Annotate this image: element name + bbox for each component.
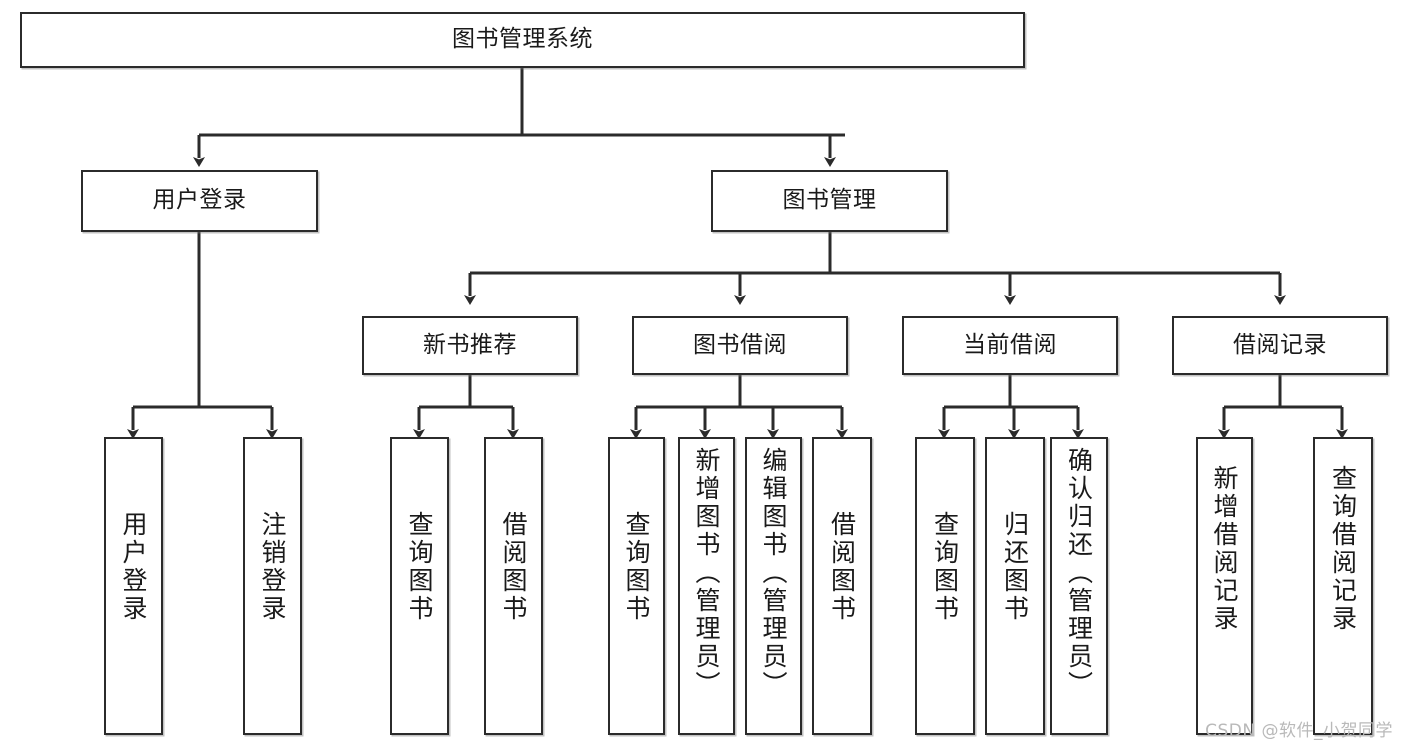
node-root[interactable]: 图书管理系统 xyxy=(20,12,1025,68)
node-leaf-user-login-label: 用户登录 xyxy=(119,511,148,623)
node-leaf-edit-book-admin-label: 编辑图书（管理员） xyxy=(759,447,788,699)
node-leaf-add-book-admin-label: 新增图书（管理员） xyxy=(692,447,721,699)
node-borrow-record[interactable]: 借阅记录 xyxy=(1172,316,1388,375)
node-new-book-recommendation-label: 新书推荐 xyxy=(423,331,517,358)
node-leaf-query-book-3-label: 查询图书 xyxy=(930,511,960,623)
node-leaf-query-book-1-label: 查询图书 xyxy=(405,511,434,623)
node-leaf-user-login[interactable]: 用户登录 xyxy=(104,437,163,735)
node-leaf-borrow-book-1-label: 借阅图书 xyxy=(499,511,528,623)
node-leaf-borrow-book-2[interactable]: 借阅图书 xyxy=(812,437,872,735)
node-leaf-query-record-label: 查询借阅记录 xyxy=(1328,465,1358,633)
node-leaf-borrow-book-2-label: 借阅图书 xyxy=(827,511,857,623)
node-leaf-return-book[interactable]: 归还图书 xyxy=(985,437,1045,735)
node-leaf-add-book-admin[interactable]: 新增图书（管理员） xyxy=(678,437,735,735)
node-leaf-user-logout-label: 注销登录 xyxy=(258,511,287,623)
node-leaf-return-book-label: 归还图书 xyxy=(1000,511,1030,623)
node-book-borrow[interactable]: 图书借阅 xyxy=(632,316,848,375)
node-current-borrow-label: 当前借阅 xyxy=(963,331,1057,358)
node-leaf-query-book-2-label: 查询图书 xyxy=(622,511,651,623)
node-leaf-query-book-3[interactable]: 查询图书 xyxy=(915,437,975,735)
node-user-login-label: 用户登录 xyxy=(152,187,247,214)
node-leaf-add-record-label: 新增借阅记录 xyxy=(1210,465,1239,633)
node-leaf-edit-book-admin[interactable]: 编辑图书（管理员） xyxy=(745,437,802,735)
node-book-manage[interactable]: 图书管理 xyxy=(711,170,948,232)
node-leaf-confirm-return-admin[interactable]: 确认归还（管理员） xyxy=(1050,437,1108,735)
node-leaf-query-book-2[interactable]: 查询图书 xyxy=(608,437,665,735)
node-leaf-add-record[interactable]: 新增借阅记录 xyxy=(1196,437,1253,735)
node-current-borrow[interactable]: 当前借阅 xyxy=(902,316,1118,375)
node-root-label: 图书管理系统 xyxy=(452,26,593,53)
node-new-book-recommendation[interactable]: 新书推荐 xyxy=(362,316,578,375)
node-leaf-confirm-return-admin-label: 确认归还（管理员） xyxy=(1064,447,1094,699)
node-book-manage-label: 图书管理 xyxy=(782,187,877,214)
node-book-borrow-label: 图书借阅 xyxy=(693,331,787,358)
node-leaf-query-record[interactable]: 查询借阅记录 xyxy=(1313,437,1373,735)
node-borrow-record-label: 借阅记录 xyxy=(1233,331,1327,358)
node-user-login[interactable]: 用户登录 xyxy=(81,170,318,232)
node-leaf-user-logout[interactable]: 注销登录 xyxy=(243,437,302,735)
node-leaf-query-book-1[interactable]: 查询图书 xyxy=(390,437,449,735)
node-leaf-borrow-book-1[interactable]: 借阅图书 xyxy=(484,437,543,735)
